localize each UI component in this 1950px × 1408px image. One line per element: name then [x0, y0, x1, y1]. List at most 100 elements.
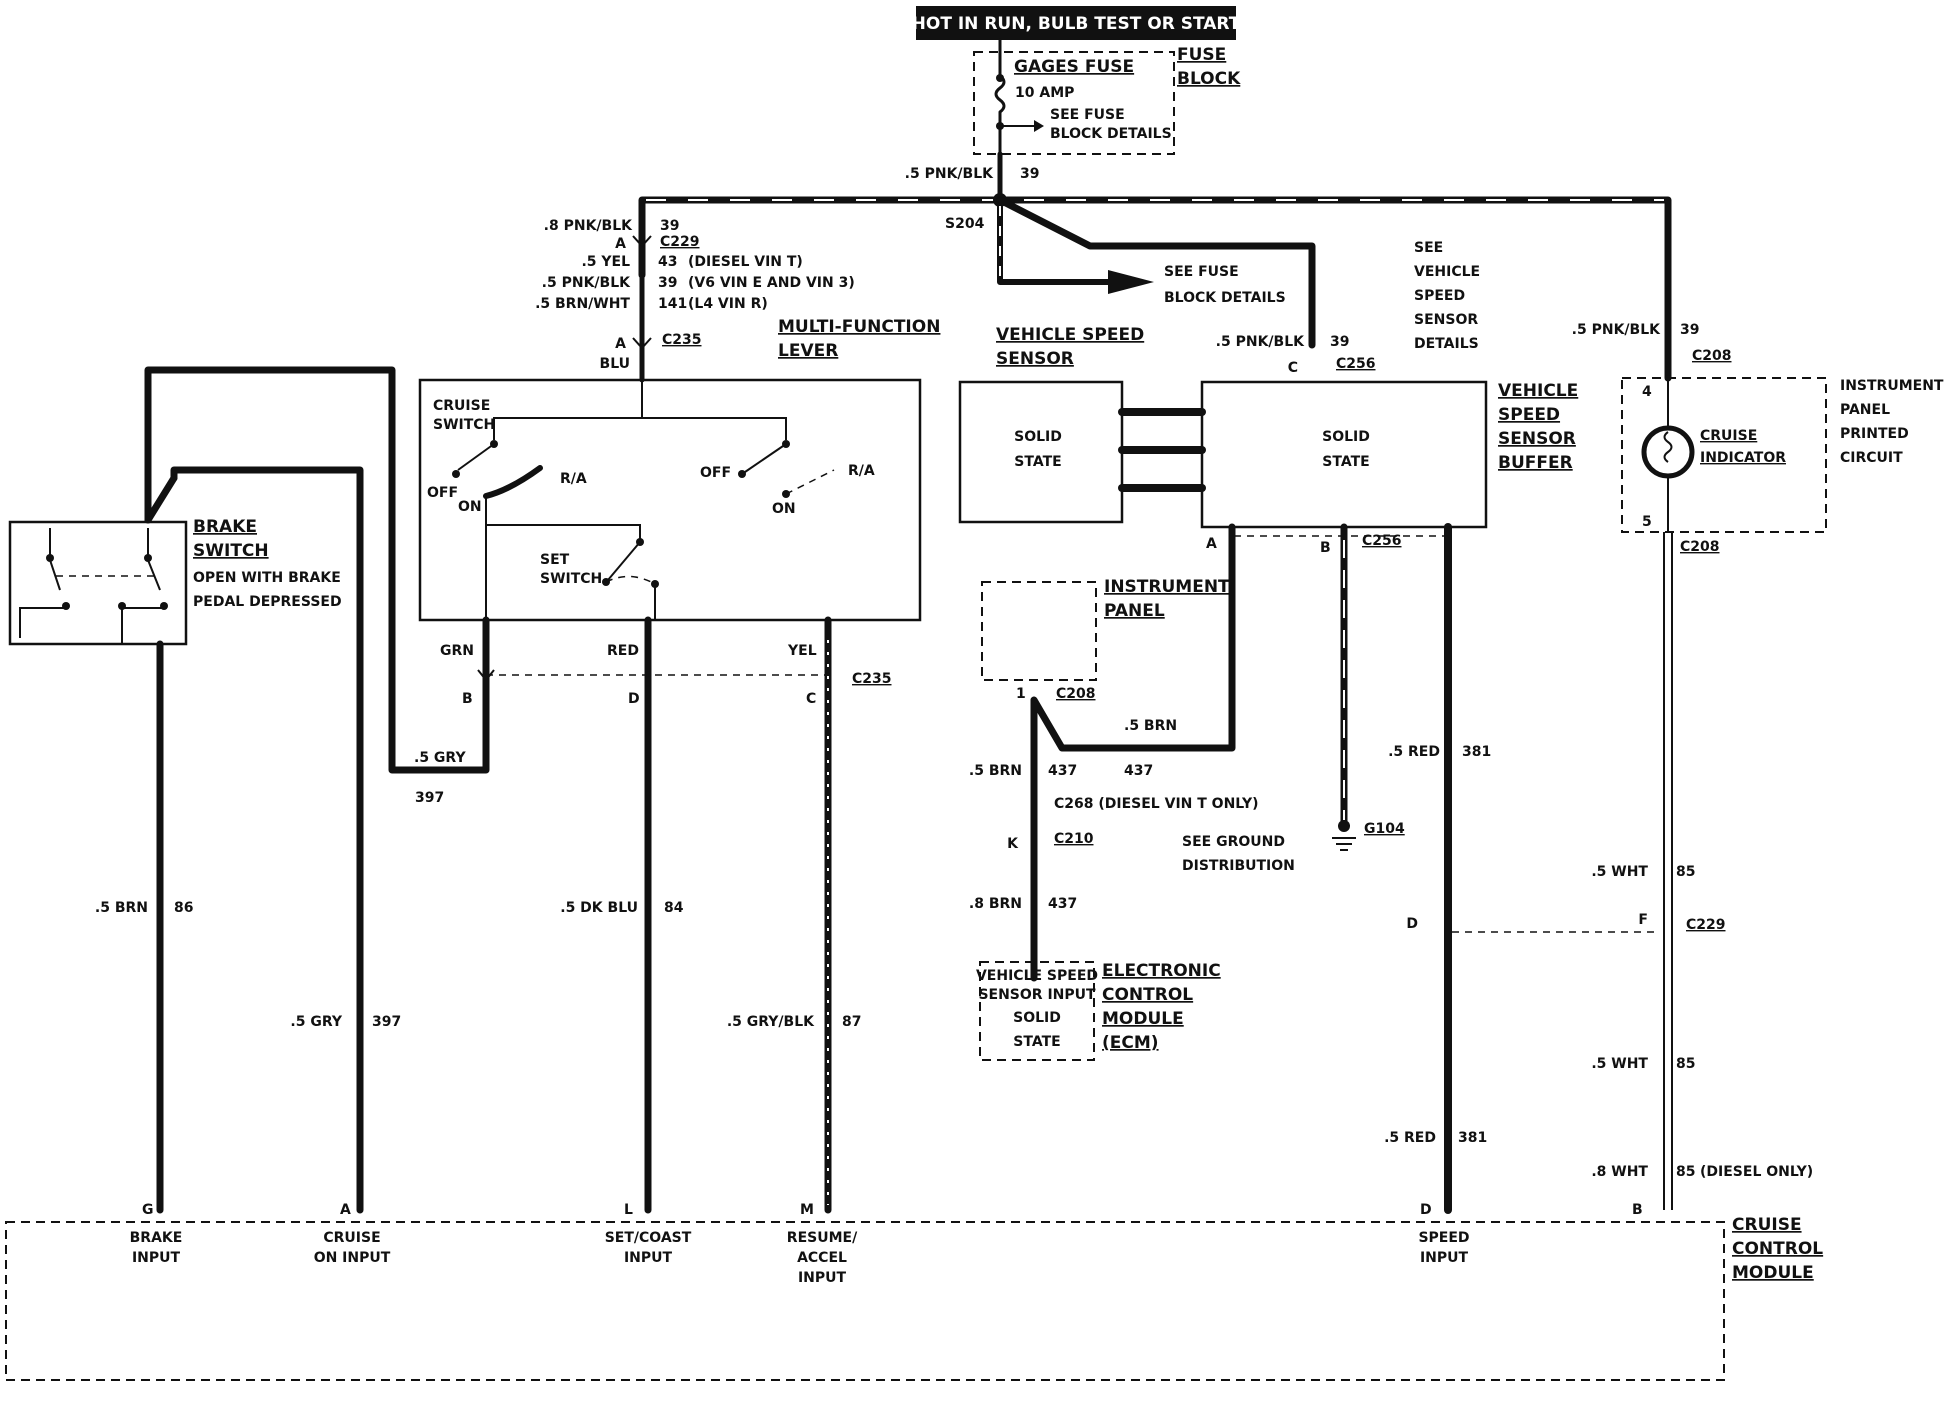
red-wire-labels: .5 RED 381 D .5 RED 381 — [1384, 744, 1491, 1146]
svg-text:CRUISE: CRUISE — [1732, 1215, 1802, 1235]
svg-text:39: 39 — [658, 275, 677, 291]
svg-text:C256: C256 — [1336, 356, 1376, 372]
svg-text:ACCEL: ACCEL — [797, 1250, 847, 1266]
fuse-see-1: SEE FUSE — [1050, 107, 1125, 123]
svg-text:(V6 VIN E AND VIN 3): (V6 VIN E AND VIN 3) — [688, 275, 855, 291]
svg-text:SENSOR: SENSOR — [1414, 312, 1478, 328]
vss-buffer: SOLID STATE VEHICLE SPEED SENSOR BUFFER … — [1200, 334, 1578, 556]
svg-text:141: 141 — [658, 296, 687, 312]
svg-text:PEDAL DEPRESSED: PEDAL DEPRESSED — [193, 594, 342, 610]
svg-text:.5 RED: .5 RED — [1388, 744, 1440, 760]
svg-text:SPEED: SPEED — [1498, 405, 1560, 425]
svg-text:ELECTRONIC: ELECTRONIC — [1102, 961, 1221, 981]
svg-text:MODULE: MODULE — [1102, 1009, 1184, 1029]
svg-text:85: 85 — [1676, 864, 1695, 880]
svg-text:B: B — [1632, 1202, 1643, 1218]
svg-text:C256: C256 — [1362, 533, 1402, 549]
drop-wire-labels: .5 BRN 86 .5 GRY 397 .5 DK BLU 84 .5 GRY… — [95, 900, 862, 1030]
svg-text:C: C — [1288, 360, 1298, 376]
svg-text:.5 WHT: .5 WHT — [1591, 1056, 1648, 1072]
fuse-block: GAGES FUSE 10 AMP SEE FUSE BLOCK DETAILS… — [973, 38, 1241, 160]
svg-text:437: 437 — [1048, 763, 1077, 779]
svg-text:85: 85 — [1676, 1056, 1695, 1072]
svg-text:.5 RED: .5 RED — [1384, 1130, 1436, 1146]
white-wire-labels: .5 WHT 85 F C229 .5 WHT 85 .8 WHT 85 (DI… — [1591, 864, 1813, 1180]
svg-text:INPUT: INPUT — [624, 1250, 673, 1266]
fuse-element — [994, 38, 1006, 160]
svg-text:CRUISE: CRUISE — [1700, 428, 1757, 444]
svg-text:STATE: STATE — [1013, 1034, 1060, 1050]
svg-text:CONTROL: CONTROL — [1102, 985, 1193, 1005]
svg-text:A: A — [615, 336, 626, 352]
svg-text:.5 WHT: .5 WHT — [1591, 864, 1648, 880]
svg-text:INSTRUMENT: INSTRUMENT — [1104, 577, 1230, 597]
svg-text:87: 87 — [842, 1014, 861, 1030]
svg-text:SOLID: SOLID — [1013, 1010, 1061, 1026]
svg-text:CONTROL: CONTROL — [1732, 1239, 1823, 1259]
svg-text:397: 397 — [372, 1014, 401, 1030]
svg-text:C268 (DIESEL VIN T ONLY): C268 (DIESEL VIN T ONLY) — [1054, 796, 1259, 812]
svg-text:B: B — [462, 691, 473, 707]
svg-text:VEHICLE SPEED: VEHICLE SPEED — [976, 968, 1098, 984]
svg-text:BRAKE: BRAKE — [193, 517, 257, 537]
svg-text:381: 381 — [1462, 744, 1491, 760]
svg-text:INSTRUMENT: INSTRUMENT — [1840, 378, 1944, 394]
svg-text:.8 PNK/BLK: .8 PNK/BLK — [544, 218, 633, 234]
svg-text:C208: C208 — [1680, 539, 1720, 555]
svg-text:C235: C235 — [662, 332, 702, 348]
svg-text:B: B — [1320, 540, 1331, 556]
svg-text:PRINTED: PRINTED — [1840, 426, 1909, 442]
svg-text:.5 PNK/BLK: .5 PNK/BLK — [542, 275, 631, 291]
svg-text:C210: C210 — [1054, 831, 1094, 847]
svg-text:C229: C229 — [1686, 917, 1726, 933]
svg-text:C208: C208 — [1692, 348, 1732, 364]
svg-text:39: 39 — [1680, 322, 1699, 338]
svg-text:C: C — [806, 691, 816, 707]
svg-text:SWITCH: SWITCH — [540, 571, 602, 587]
svg-text:SEE GROUND: SEE GROUND — [1182, 834, 1285, 850]
svg-text:SPEED: SPEED — [1414, 288, 1465, 304]
svg-text:BRAKE: BRAKE — [130, 1230, 183, 1246]
svg-text:PANEL: PANEL — [1104, 601, 1165, 621]
svg-text:(DIESEL VIN T): (DIESEL VIN T) — [688, 254, 803, 270]
svg-text:INDICATOR: INDICATOR — [1700, 450, 1786, 466]
fuse-rating: 10 AMP — [1015, 85, 1074, 101]
svg-text:SENSOR: SENSOR — [1498, 429, 1576, 449]
svg-text:.8 WHT: .8 WHT — [1591, 1164, 1648, 1180]
svg-text:.8 BRN: .8 BRN — [969, 896, 1022, 912]
svg-text:ON: ON — [772, 501, 796, 517]
svg-text:RED: RED — [607, 643, 639, 659]
svg-text:M: M — [800, 1202, 814, 1218]
svg-text:CRUISE: CRUISE — [323, 1230, 380, 1246]
feed-wire-label: .5 PNK/BLK — [905, 166, 994, 182]
brown-wire-labels: .5 BRN .5 BRN 437 437 C268 (DIESEL VIN T… — [969, 718, 1259, 912]
top-bus: S204 SEE FUSE BLOCK DETAILS — [638, 193, 1672, 382]
svg-text:43: 43 — [658, 254, 677, 270]
svg-text:D: D — [628, 691, 640, 707]
svg-text:VEHICLE SPEED: VEHICLE SPEED — [996, 325, 1144, 345]
svg-text:.5 YEL: .5 YEL — [581, 254, 630, 270]
multifunction-lever: MULTI-FUNCTION LEVER CRUISE SWITCH OFF O… — [418, 317, 940, 707]
see-vss-details: SEE VEHICLE SPEED SENSOR DETAILS — [1414, 240, 1480, 352]
svg-text:(ECM): (ECM) — [1102, 1033, 1159, 1053]
svg-text:SEE: SEE — [1414, 240, 1443, 256]
svg-text:ON: ON — [458, 499, 482, 515]
svg-text:INPUT: INPUT — [132, 1250, 181, 1266]
svg-text:BUFFER: BUFFER — [1498, 453, 1573, 473]
mfl-output-wires: .5 GRY 397 — [144, 366, 832, 1214]
ecm-module: VEHICLE SPEED SENSOR INPUT SOLID STATE E… — [976, 961, 1221, 1061]
svg-text:OFF: OFF — [700, 465, 731, 481]
svg-text:L: L — [624, 1202, 633, 1218]
svg-text:.5 GRY: .5 GRY — [290, 1014, 342, 1030]
svg-text:437: 437 — [1048, 896, 1077, 912]
svg-text:.5 BRN/WHT: .5 BRN/WHT — [535, 296, 630, 312]
instrument-panel-box: INSTRUMENT PANEL 1 C208 — [981, 577, 1230, 702]
power-source-header: HOT IN RUN, BULB TEST OR START — [912, 6, 1241, 40]
svg-text:SET: SET — [540, 552, 570, 568]
svg-text:VEHICLE: VEHICLE — [1498, 381, 1578, 401]
svg-text:INPUT: INPUT — [798, 1270, 847, 1286]
buffer-a-brown-wire — [1030, 523, 1236, 982]
svg-text:A: A — [1206, 536, 1217, 552]
fuse-see-2: BLOCK DETAILS — [1050, 126, 1172, 142]
